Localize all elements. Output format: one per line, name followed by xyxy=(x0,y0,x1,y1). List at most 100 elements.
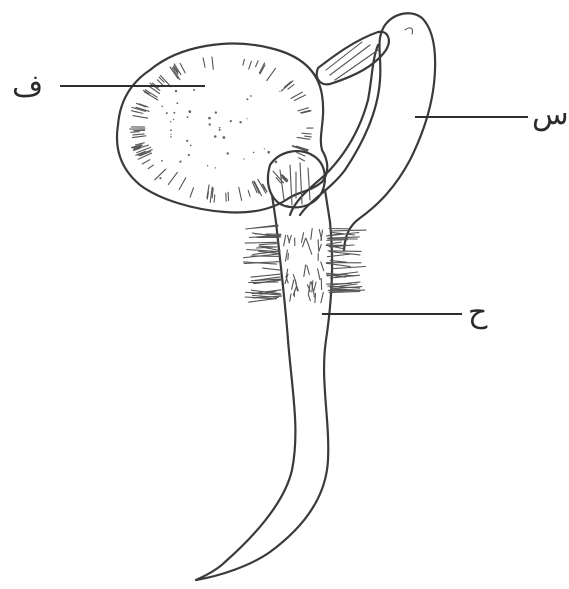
cotyledon-hatch-stroke xyxy=(298,108,309,111)
cotyledon-hatch-stroke xyxy=(297,137,310,139)
cotyledon-speckle xyxy=(176,102,178,104)
cotyledon-hatch-stroke xyxy=(210,187,212,203)
cotyledon-speckle xyxy=(171,134,172,135)
cotyledon-speckle xyxy=(246,118,247,119)
root-hair xyxy=(263,268,280,270)
root-hair xyxy=(327,240,348,241)
cotyledon-speckle xyxy=(214,135,217,138)
root-hair xyxy=(315,293,316,302)
cotyledon-hatch-stroke xyxy=(267,68,276,80)
cotyledon-hatch-stroke xyxy=(243,59,245,65)
root-hair xyxy=(260,244,277,245)
cotyledon-speckle xyxy=(161,106,163,108)
root-hair xyxy=(331,230,366,231)
cotyledon-hatch-stroke xyxy=(133,134,144,135)
cotyledon-hatch-stroke xyxy=(256,61,259,67)
cotyledon-hatch-stroke xyxy=(179,178,186,190)
cotyledon-speckle xyxy=(279,91,280,92)
label-cotyledon: ف xyxy=(12,69,43,104)
label-root-hair-zone: ح xyxy=(468,295,488,330)
cotyledon-speckle xyxy=(219,129,221,131)
cotyledon-speckle xyxy=(275,161,278,164)
root-hair xyxy=(304,265,306,277)
cotyledon-hatch-stroke xyxy=(293,146,308,151)
cotyledon-speckle xyxy=(193,89,195,91)
root-hair xyxy=(328,237,360,238)
cotyledon-speckle xyxy=(188,154,190,156)
cotyledon-texture xyxy=(130,57,313,202)
cotyledon-speckle xyxy=(166,112,168,114)
cotyledon-hatch-stroke xyxy=(148,165,153,169)
root-hair xyxy=(286,250,288,261)
cotyledon-speckle xyxy=(170,121,171,122)
root-hair xyxy=(311,229,312,240)
cotyledon-hatch-stroke xyxy=(190,188,193,197)
root-hair xyxy=(302,233,304,243)
cotyledon-hatch-stroke xyxy=(281,81,293,91)
cotyledon-hatch-stroke xyxy=(299,158,305,161)
cotyledon-hatch-stroke xyxy=(248,191,250,197)
cotyledon-speckle xyxy=(175,90,177,92)
root-hair xyxy=(326,263,350,266)
cotyledon-speckle xyxy=(215,167,216,168)
cotyledon-speckle xyxy=(253,152,255,154)
cotyledon-speckle xyxy=(219,127,221,129)
cotyledon-speckle xyxy=(161,160,163,162)
root-hair xyxy=(288,254,289,260)
cotyledon-hatch-stroke xyxy=(212,57,213,69)
cotyledon-speckle xyxy=(208,117,211,120)
cotyledon-speckle xyxy=(190,145,192,147)
cotyledon-hatch-stroke xyxy=(142,160,150,164)
cotyledon-hatch-stroke xyxy=(133,116,148,119)
root-hair xyxy=(256,247,277,248)
root-hair xyxy=(321,262,324,271)
cotyledon-hatch-stroke xyxy=(132,136,145,138)
cotyledon-hatch-stroke xyxy=(180,63,185,73)
root-hair xyxy=(292,280,294,290)
cotyledon-speckle xyxy=(227,152,229,154)
cotyledon-speckle xyxy=(239,121,241,123)
cotyledon-hatch-stroke xyxy=(288,85,294,90)
cotyledon-hatch-stroke xyxy=(239,187,242,200)
cotyledon-speckle xyxy=(246,98,248,100)
cotyledon-speckle xyxy=(179,161,181,163)
plumule-base xyxy=(268,151,330,222)
cotyledon-speckle xyxy=(186,140,188,142)
cotyledon-hatch-stroke xyxy=(249,61,252,69)
root-hair xyxy=(318,240,319,250)
cotyledon-speckle xyxy=(159,177,161,179)
root-hair xyxy=(303,239,306,247)
cotyledon-speckle xyxy=(250,95,252,97)
root-hair xyxy=(327,242,342,244)
root-hair xyxy=(245,242,278,243)
cotyledon-speckle xyxy=(223,136,226,139)
cotyledon-speckle xyxy=(230,120,232,122)
hypocotyl xyxy=(290,13,435,250)
cotyledon-speckle xyxy=(188,110,191,113)
cotyledon-speckle xyxy=(209,123,211,125)
cotyledon-speckle xyxy=(170,136,172,138)
root-hair xyxy=(314,282,316,290)
root-hair xyxy=(289,236,291,243)
root-hair xyxy=(251,256,279,257)
cotyledon-hatch-stroke xyxy=(297,153,305,157)
cotyledon-hatch-stroke xyxy=(284,82,291,88)
root-hair xyxy=(307,266,309,275)
cotyledon-hatch-stroke xyxy=(214,195,215,202)
cotyledon-hatch-stroke xyxy=(131,132,139,133)
cotyledon-hatch-stroke xyxy=(203,58,205,67)
cotyledon-hatch-stroke xyxy=(302,133,311,134)
cotyledon-speckle xyxy=(173,119,174,120)
cotyledon-speckle xyxy=(173,112,175,114)
root-hair xyxy=(321,292,323,302)
cotyledon-speckle xyxy=(207,165,208,166)
cotyledon-speckle xyxy=(267,151,270,154)
root-hair xyxy=(318,269,320,280)
root-hair xyxy=(309,246,312,255)
root-hair xyxy=(284,235,286,246)
root-hair xyxy=(308,295,310,301)
root-hair xyxy=(328,251,361,252)
cotyledon-hatch-stroke xyxy=(168,172,177,184)
root-hair xyxy=(290,294,291,301)
